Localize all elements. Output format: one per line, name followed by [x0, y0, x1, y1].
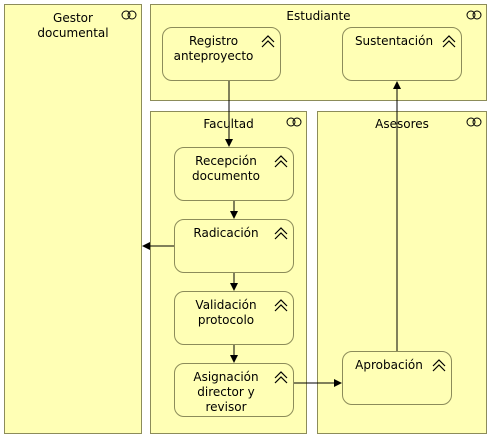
- collaboration-icon: [121, 10, 137, 20]
- process-label: Registro anteproyecto: [173, 34, 254, 63]
- lane-gestor-documental[interactable]: Gestor documental: [4, 4, 142, 434]
- process-label: Asignación director y revisor: [193, 370, 259, 414]
- process-asignacion-director-revisor[interactable]: Asignación director y revisor: [174, 363, 294, 417]
- process-recepcion-documento[interactable]: Recepción documento: [174, 147, 294, 201]
- business-process-icon: [274, 227, 288, 240]
- process-registro-anteproyecto[interactable]: Registro anteproyecto: [162, 27, 281, 81]
- process-validacion-protocolo[interactable]: Validación protocolo: [174, 291, 294, 345]
- process-label: Radicación: [193, 226, 259, 240]
- business-process-icon: [274, 155, 288, 168]
- collaboration-icon: [466, 117, 482, 127]
- business-process-icon: [274, 371, 288, 384]
- process-sustentacion[interactable]: Sustentación: [342, 27, 462, 81]
- collaboration-icon: [466, 10, 482, 20]
- lane-title: Facultad: [203, 117, 254, 131]
- lane-title: Estudiante: [286, 9, 351, 23]
- process-radicacion[interactable]: Radicación: [174, 219, 294, 273]
- business-process-icon: [261, 35, 275, 48]
- process-label: Validación protocolo: [195, 298, 257, 327]
- process-label: Recepción documento: [192, 154, 260, 183]
- collaboration-icon: [286, 117, 302, 127]
- process-label: Sustentación: [354, 34, 434, 48]
- lane-title: Gestor documental: [37, 11, 109, 40]
- process-label: Aprobación: [355, 358, 423, 372]
- business-process-icon: [442, 35, 456, 48]
- lane-title: Asesores: [375, 117, 429, 131]
- business-process-icon: [274, 299, 288, 312]
- process-aprobacion[interactable]: Aprobación: [342, 351, 452, 405]
- business-process-icon: [432, 359, 446, 372]
